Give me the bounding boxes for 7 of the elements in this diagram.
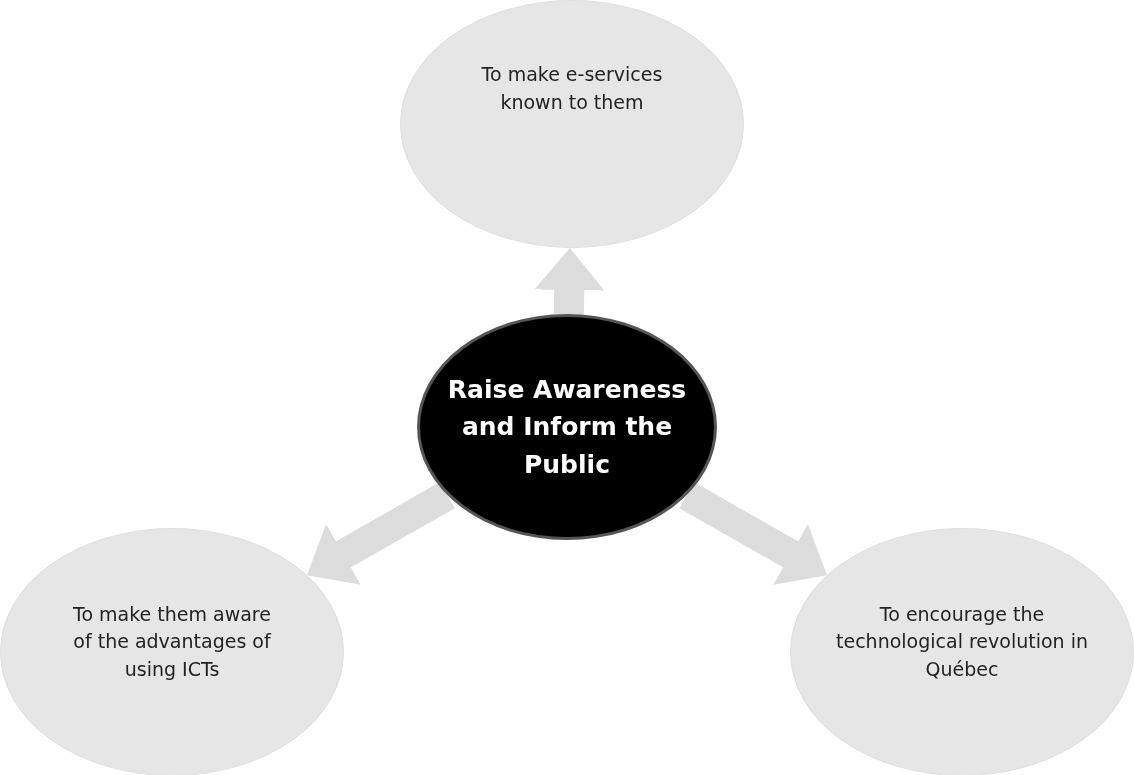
arrow [306, 482, 455, 585]
node-label: To make e-services known to them [480, 62, 664, 115]
arrow [534, 248, 605, 315]
node-label: To encourage the technological revolution in Québec [835, 601, 1089, 682]
arrow [679, 482, 828, 585]
node-label: To make them aware of the advantages of using ICTs [72, 601, 272, 682]
node-label: Raise Awareness and Inform the Public [446, 373, 688, 481]
